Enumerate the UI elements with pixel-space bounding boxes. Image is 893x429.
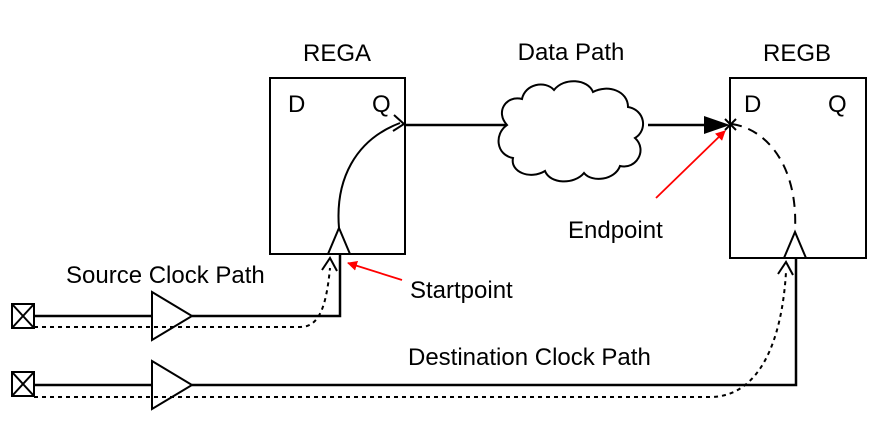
regb-q-pin: Q: [828, 91, 847, 118]
regb-capture-arc: [731, 123, 797, 231]
data-arrowhead-icon: [704, 116, 730, 134]
buffer-a-icon: [151, 290, 194, 342]
startpoint-arrow: [347, 260, 403, 281]
rega-box: [269, 77, 406, 255]
buffer-a-to-rega-clk-wire: [192, 255, 342, 318]
source-clock-dotted-path: [34, 267, 331, 328]
destination-clock-path: Destination Clock Path: [11, 259, 798, 411]
source-clock-path-label: Source Clock Path: [66, 262, 265, 289]
regb-d-pin: D: [744, 91, 761, 118]
regb-clock-pin-icon: [783, 229, 807, 259]
rega-clk-arrow-icon: [321, 256, 338, 272]
regb-box: [729, 77, 867, 259]
regb-label: REGB: [763, 40, 831, 67]
startpoint-annotation: Startpoint: [347, 260, 513, 304]
clock-port-a-icon: [11, 303, 35, 329]
cloud-icon: [497, 80, 644, 183]
rega-launch-arc: [337, 122, 401, 229]
rega-d-pin: D: [288, 91, 305, 118]
regb-d-cross-icon: [724, 118, 737, 131]
endpoint-label: Endpoint: [568, 217, 663, 244]
startpoint-label: Startpoint: [410, 277, 513, 304]
buffer-b-icon: [151, 359, 194, 411]
buffer-b-to-regb-clk-wire: [192, 259, 798, 387]
rega-q-arrow-icon: [392, 114, 406, 132]
register-rega: REGA D Q: [269, 40, 406, 255]
data-path: Data Path: [405, 39, 730, 183]
data-path-label: Data Path: [518, 39, 625, 66]
clock-port-b-icon: [11, 371, 35, 397]
source-clock-path: Source Clock Path: [11, 255, 342, 342]
destination-clock-dotted-path: [34, 271, 787, 398]
regb-clk-arrow-icon: [777, 260, 794, 276]
rega-q-pin: Q: [372, 91, 391, 118]
endpoint-annotation: Endpoint: [568, 130, 726, 244]
endpoint-arrow: [655, 130, 726, 199]
register-regb: REGB D Q: [729, 40, 867, 259]
destination-clock-path-label: Destination Clock Path: [408, 344, 651, 371]
rega-label: REGA: [303, 40, 371, 67]
